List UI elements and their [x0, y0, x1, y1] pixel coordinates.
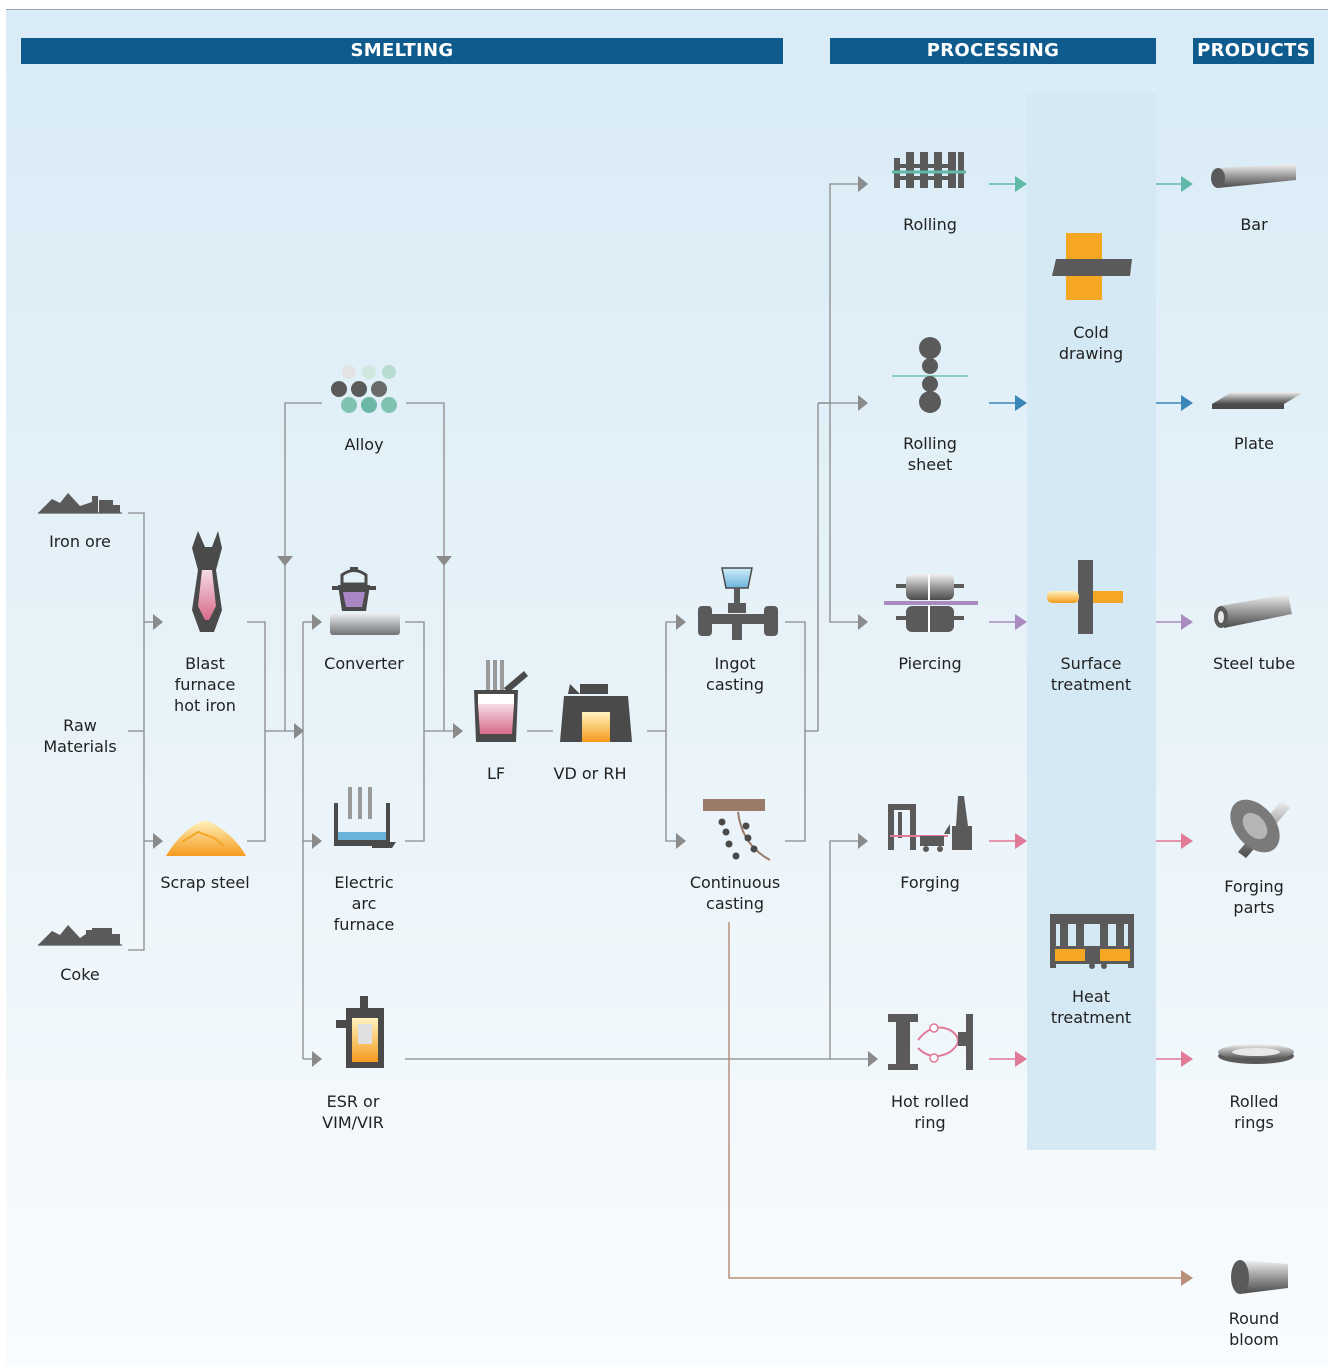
- plate-icon: [1212, 392, 1304, 409]
- label-rolling-sheet: Rolling sheet: [903, 434, 957, 474]
- label-bar: Bar: [1240, 215, 1268, 234]
- label-forging-parts: Forging parts: [1224, 877, 1284, 917]
- arc-furnace-icon: [334, 787, 396, 848]
- alloy-balls-icon: [331, 365, 397, 413]
- forging-press-icon: [888, 796, 972, 852]
- esr-furnace-icon: [336, 996, 384, 1068]
- label-vd-rh: VD or RH: [553, 764, 627, 783]
- label-forging: Forging: [900, 873, 960, 892]
- label-hot-rolled-ring: Hot rolled ring: [890, 1092, 970, 1132]
- rolling-mill-icon: [892, 152, 966, 188]
- label-cold-drawing: Cold drawing: [1058, 323, 1124, 363]
- bar-icon: [1211, 164, 1296, 188]
- label-iron-ore: Iron ore: [49, 532, 111, 551]
- label-rolled-rings: Rolled rings: [1229, 1092, 1279, 1132]
- coke-pile-icon: [38, 925, 122, 946]
- ore-pile-icon: [38, 493, 122, 514]
- caster-icon: [703, 799, 771, 861]
- label-continuous-casting: Continuous casting: [689, 873, 781, 913]
- label-raw-materials: Raw Materials: [43, 716, 117, 756]
- vacuum-degasser-icon: [560, 684, 632, 742]
- label-piercing: Piercing: [898, 654, 962, 673]
- smelting-header: SMELTING: [21, 38, 783, 64]
- bloom-icon: [1231, 1260, 1288, 1294]
- sheet-rollers-icon: [892, 337, 968, 413]
- die-drawing-icon: [1052, 233, 1132, 300]
- surface-treatment-icon: [1047, 560, 1123, 634]
- label-round-bloom: Round bloom: [1228, 1309, 1280, 1349]
- label-esr: ESR or VIM/VIR: [322, 1092, 384, 1132]
- flow-arrowheads: [153, 176, 878, 1067]
- label-converter: Converter: [324, 654, 404, 673]
- colored-routes: [728, 183, 1184, 1279]
- label-steel-tube: Steel tube: [1212, 654, 1296, 673]
- label-lf: LF: [486, 764, 506, 783]
- label-scrap-steel: Scrap steel: [160, 873, 250, 892]
- scrap-pile-icon: [166, 820, 246, 856]
- label-electric-arc-furnace: Electric arc furnace: [333, 873, 395, 934]
- ring-icon: [1218, 1044, 1294, 1064]
- flange-part-icon: [1230, 799, 1290, 858]
- piercing-mill-icon: [884, 574, 978, 632]
- label-rolling: Rolling: [903, 215, 957, 234]
- label-heat-treatment: Heat treatment: [1050, 987, 1132, 1027]
- tube-icon: [1214, 594, 1292, 628]
- label-surface-treatment: Surface treatment: [1050, 654, 1132, 694]
- products-header: PRODUCTS: [1193, 38, 1314, 64]
- flow-lines: [128, 183, 870, 1060]
- colored-arrowheads: [1015, 176, 1193, 1286]
- label-ingot-casting: Ingot casting: [706, 654, 764, 694]
- label-alloy: Alloy: [344, 435, 384, 454]
- ingot-mold-icon: [698, 567, 778, 640]
- label-coke: Coke: [60, 965, 100, 984]
- converter-icon: [330, 567, 400, 635]
- ladle-furnace-icon: [474, 660, 528, 742]
- label-blast-furnace: Blast furnace hot iron: [174, 654, 236, 715]
- heat-treatment-furnace-icon: [1050, 914, 1134, 969]
- label-plate: Plate: [1233, 434, 1274, 453]
- processing-header: PROCESSING: [830, 38, 1156, 64]
- blast-furnace-icon: [192, 531, 222, 632]
- ring-mill-icon: [888, 1014, 973, 1070]
